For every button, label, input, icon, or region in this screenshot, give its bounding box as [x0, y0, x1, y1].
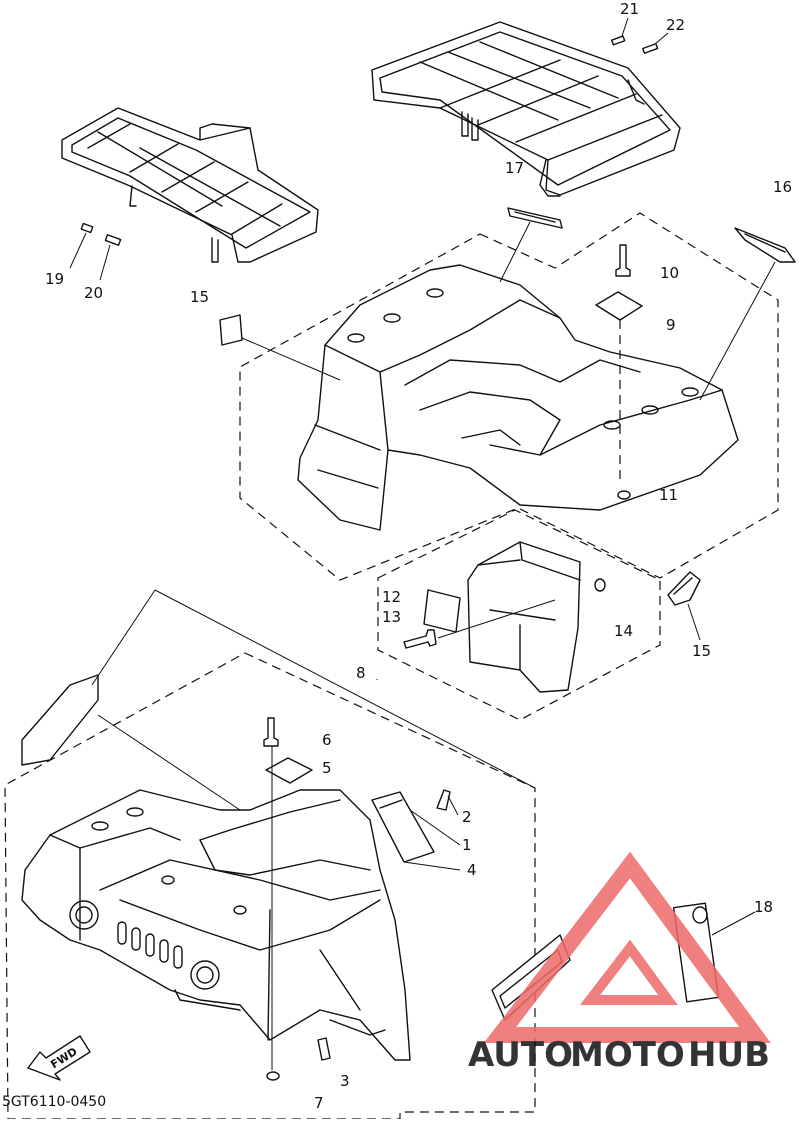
rear-fender [297, 264, 739, 531]
callout-10: 10 [660, 264, 679, 282]
callout-8: 8 [356, 664, 366, 682]
label-sticker-19 [80, 222, 94, 234]
callout-19: 19 [45, 270, 64, 288]
mud-guard [467, 541, 581, 693]
washer-14 [594, 578, 606, 592]
plate-12 [423, 589, 461, 633]
callout-2: 2 [462, 808, 472, 826]
callout-21: 21 [620, 0, 639, 18]
front-fender [21, 789, 411, 1061]
watermark-triangle-outer [483, 851, 771, 1043]
watermark-word-moto: MOTO [570, 1035, 685, 1075]
bolt-3 [317, 1037, 331, 1061]
callout-18: 18 [754, 898, 773, 916]
callout-7: 7 [314, 1094, 324, 1112]
callout-9: 9 [666, 316, 676, 334]
watermark-word-auto: AUTO [468, 1035, 573, 1075]
washer-11 [617, 490, 631, 500]
rear-fender-dashed-outline [239, 212, 779, 581]
watermark-triangle-inner [579, 939, 678, 1005]
plate-1 [371, 791, 435, 863]
front-carrier [61, 107, 319, 263]
callout-16: 16 [773, 178, 792, 196]
callout-22: 22 [666, 16, 685, 34]
bolt-13 [403, 629, 437, 649]
tag-15-upper [219, 314, 243, 346]
warning-sticker-left [21, 674, 99, 766]
plate-5 [265, 757, 313, 784]
label-sticker-20 [104, 234, 122, 246]
callout-12: 12 [382, 588, 401, 606]
callout-17: 17 [505, 159, 524, 177]
watermark-logo: AUTO MOTO HUB [468, 851, 771, 1075]
callout-13: 13 [382, 608, 401, 626]
sticker-15-lower [667, 571, 701, 606]
callout-15-upper: 15 [190, 288, 209, 306]
callout-5: 5 [322, 759, 332, 777]
callout-11: 11 [659, 486, 678, 504]
emblem-sticker-17 [507, 207, 563, 229]
watermark-word-hub: HUB [688, 1035, 770, 1075]
plate-9 [595, 291, 643, 321]
label-sticker-21 [610, 35, 626, 46]
callout-4: 4 [467, 861, 477, 879]
fwd-arrow: FWD [27, 1035, 91, 1081]
rivet-10 [615, 244, 631, 277]
stripe-sticker-16 [734, 227, 796, 263]
callout-14: 14 [614, 622, 633, 640]
part-code: 5GT6110-0450 [2, 1094, 106, 1110]
rivet-6 [263, 717, 279, 747]
callout-6: 6 [322, 731, 332, 749]
callout-3: 3 [340, 1072, 350, 1090]
washer-7 [266, 1071, 280, 1081]
mud-guard-dashed-outline [377, 509, 661, 721]
callout-15-lower: 15 [692, 642, 711, 660]
rear-carrier [371, 21, 681, 197]
rivet-2 [436, 789, 451, 811]
callout-20: 20 [84, 284, 103, 302]
callout-1: 1 [462, 836, 472, 854]
front-fender-dashed-outline [4, 652, 536, 1120]
label-sticker-22 [642, 43, 659, 54]
